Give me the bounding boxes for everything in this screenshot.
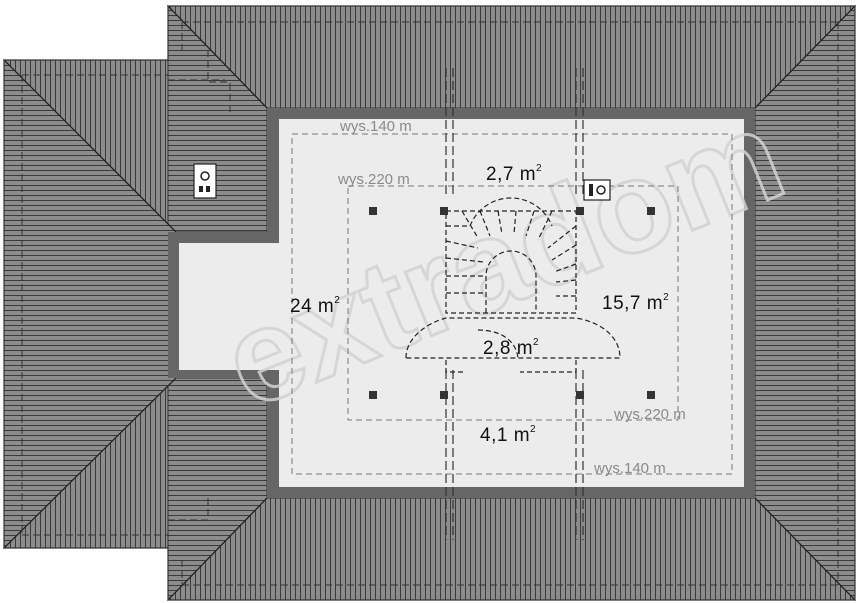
pillar <box>440 207 448 215</box>
height-label: wys.140 m <box>339 118 412 135</box>
pillar <box>440 391 448 399</box>
pillars <box>369 207 655 399</box>
pillar <box>369 207 377 215</box>
area-label-room-top: 2,7 m2 <box>486 163 542 185</box>
hall-outline <box>405 317 621 373</box>
pillar <box>576 391 584 399</box>
pillar <box>576 207 584 215</box>
pillar <box>647 391 655 399</box>
pillar <box>647 207 655 215</box>
height-label: wys.140 m <box>593 460 666 477</box>
roof <box>2 4 857 602</box>
chimney-right <box>583 179 611 201</box>
roof-slope-top <box>166 5 857 109</box>
height-label: wys.220 m <box>337 171 410 188</box>
staircase <box>445 197 577 314</box>
area-label-hall: 2,8 m2 <box>483 337 539 359</box>
pillar <box>369 391 377 399</box>
chimney-left <box>193 163 217 199</box>
height-label: wys.220 m <box>613 406 686 423</box>
area-label-room-bottom: 4,1 m2 <box>480 424 536 446</box>
attic-floor: extradom <box>168 68 803 540</box>
height-outlines <box>291 133 733 475</box>
roof-slope-right <box>754 4 856 602</box>
area-label-room-right: 15,7 m2 <box>602 292 669 314</box>
area-label-room-left: 24 m2 <box>290 295 340 317</box>
